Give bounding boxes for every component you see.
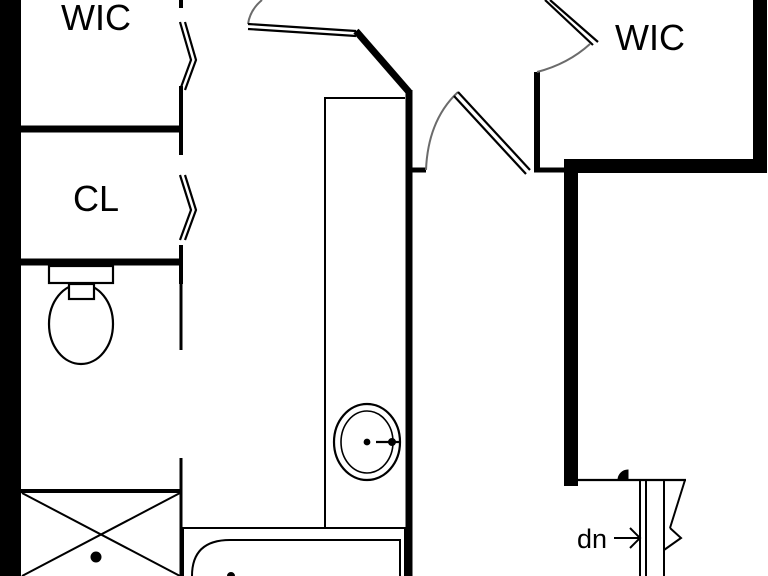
stair-down-label: dn: [577, 524, 607, 554]
shower-drain: [90, 551, 102, 563]
stair-newel-post: [617, 469, 629, 481]
shower-diagonal-b: [21, 492, 181, 576]
toilet: [47, 264, 115, 366]
bathtub-drain: [227, 572, 235, 576]
wic-right-inner-door-leaf-a: [544, 0, 594, 46]
vanity: [324, 97, 405, 529]
stair: [572, 469, 686, 576]
sink-drain: [363, 438, 371, 446]
stair-break-b: [669, 479, 686, 529]
bifold-doors: [178, 21, 198, 241]
top-door-leaf-b: [247, 27, 357, 38]
toilet-seat-hinge: [67, 282, 96, 301]
bathtub: [182, 527, 406, 576]
vanity-wall-group: [405, 90, 426, 576]
stair-down-arrowhead: [629, 527, 642, 549]
closet-bifold-door: [178, 174, 198, 241]
top-door-swing-arc: [247, 0, 263, 25]
top-door-leaf-a: [247, 22, 357, 33]
right-upper-exterior-wall: [564, 0, 767, 486]
wic-left-label: WIC: [61, 0, 131, 38]
toilet-tank: [47, 264, 115, 285]
wic-right-label: WIC: [615, 17, 685, 58]
wic-right-door-leaf-b: [453, 95, 527, 175]
wic-right-inner-door-arc: [536, 43, 591, 73]
closet-label: CL: [73, 178, 119, 219]
wic-right-door-group: [425, 0, 599, 175]
wic-right-door-leaf-a: [457, 91, 531, 171]
sink-faucet-knob: [388, 438, 396, 446]
bathtub-basin: [191, 539, 401, 576]
angled-wall: [353, 28, 412, 95]
bathtub-rim: [182, 527, 406, 576]
wic-right-inner-door-leaf-b: [549, 0, 599, 43]
top-doorway: [247, 0, 412, 95]
shower: [20, 489, 181, 576]
closet-partitions: [20, 0, 183, 576]
wic-left-bifold-door: [178, 21, 198, 91]
wic-right-door-swing-arc: [425, 91, 459, 171]
stair-break-zigzag: [663, 527, 683, 551]
